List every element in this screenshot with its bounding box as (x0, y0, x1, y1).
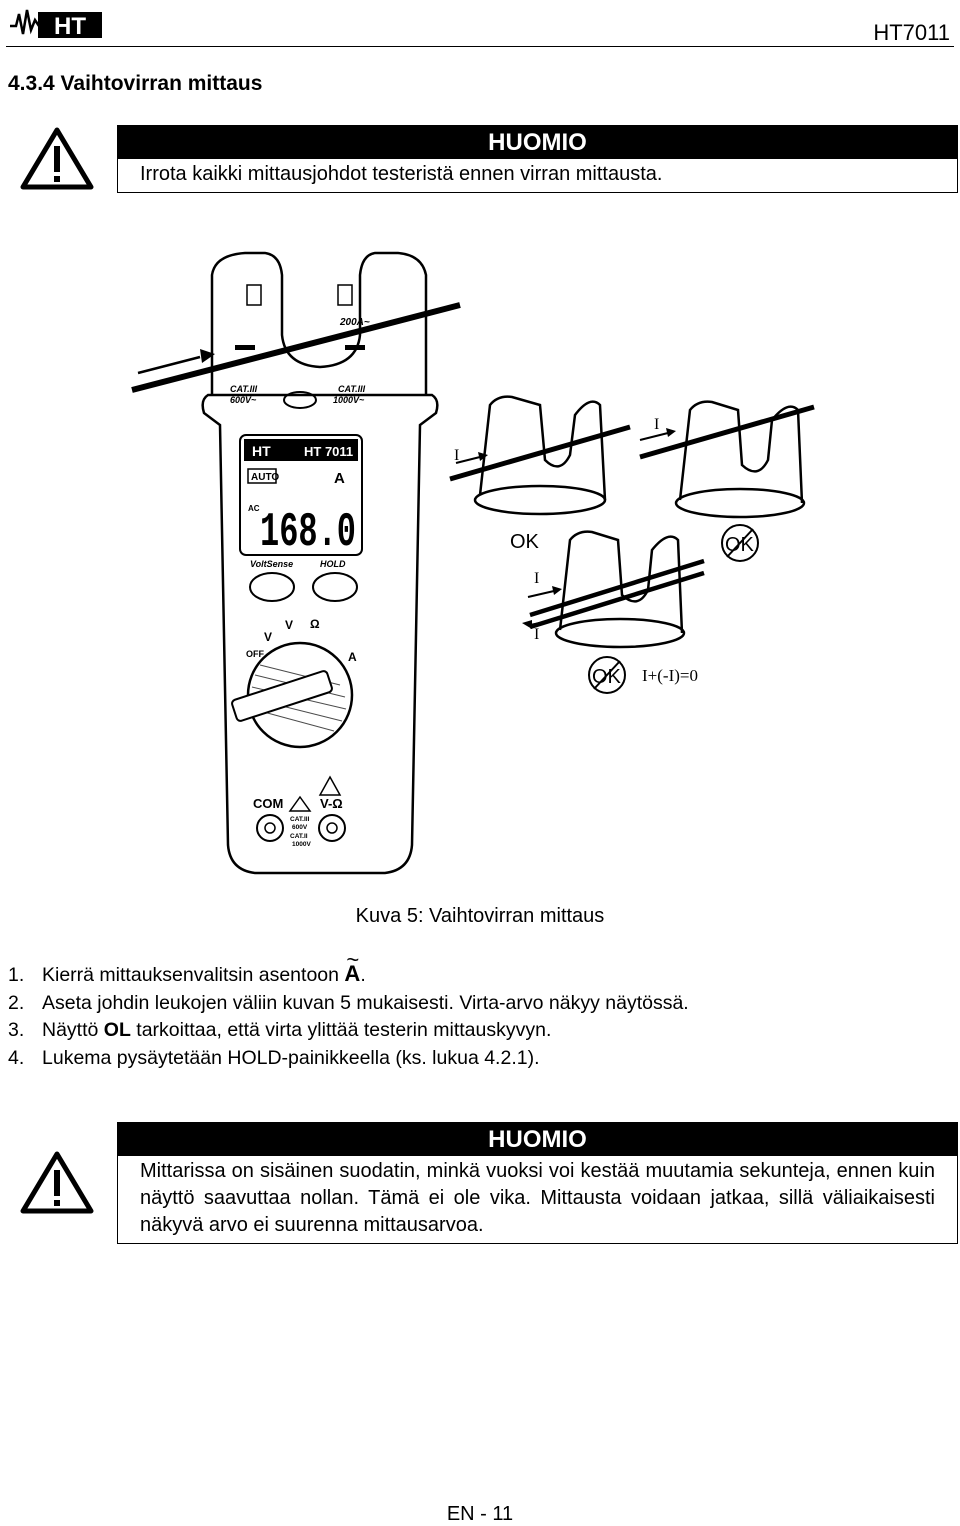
svg-text:CAT.II: CAT.II (290, 833, 308, 840)
logo-text: HT (54, 13, 86, 40)
svg-text:Ω: Ω (310, 617, 320, 631)
meter-jaws (210, 251, 428, 395)
voltsense-button (249, 572, 295, 602)
svg-text:HT 7011: HT 7011 (304, 444, 353, 459)
svg-text:AUTO: AUTO (251, 472, 279, 483)
svg-text:COM: COM (253, 796, 283, 811)
svg-text:OK: OK (725, 534, 755, 556)
dial-knob (231, 670, 333, 722)
svg-text:OK: OK (592, 666, 622, 688)
formula: I+(-I)=0 (642, 666, 698, 685)
notice-box-1: HUOMIO Irrota kaikki mittausjohdot teste… (117, 125, 958, 193)
notice-heading-2: HUOMIO (118, 1123, 957, 1156)
page-number: EN - 11 (446, 1503, 514, 1525)
svg-text:CAT.III: CAT.III (230, 384, 258, 394)
notice-heading-1: HUOMIO (118, 126, 957, 159)
svg-text:AC: AC (248, 504, 260, 513)
warning-icon (20, 127, 94, 190)
svg-text:CAT.III: CAT.III (338, 384, 366, 394)
notice-text-1: Irrota kaikki mittausjohdot testeristä e… (140, 163, 663, 185)
warning-icon (20, 1151, 94, 1214)
step-1: 1.Kierrä mittauksenvalitsin asentoon ~A. (8, 947, 366, 986)
jaw-marker-right (337, 284, 353, 306)
notice-box-2: HUOMIO Mittarissa on sisäinen suodatin, … (117, 1122, 958, 1244)
svg-text:V: V (264, 630, 272, 644)
svg-text:I: I (454, 447, 459, 464)
svg-text:V-Ω: V-Ω (320, 796, 343, 811)
svg-text:I: I (534, 626, 539, 643)
diagram-not-ok-2 (554, 530, 686, 649)
v-ohm-terminal (318, 814, 346, 842)
conductor-wire (131, 302, 461, 393)
ok-label: OK (510, 531, 540, 553)
steps-list: 1.Kierrä mittauksenvalitsin asentoon ~A.… (8, 947, 689, 1072)
svg-text:600V~: 600V~ (230, 395, 257, 405)
step-2: 2.Aseta johdin leukojen väliin kuvan 5 m… (8, 991, 689, 1014)
jaw-marker-left (246, 284, 262, 306)
hold-button (312, 572, 358, 602)
display-reading: 168.0 (260, 506, 356, 560)
section-title: 4.3.4 Vaihtovirran mittaus (8, 72, 263, 95)
notice-text-2: Mittarissa on sisäinen suodatin, minkä v… (140, 1160, 935, 1236)
com-terminal (256, 814, 284, 842)
step-4: 4.Lukema pysäytetään HOLD-painikkeella (… (8, 1046, 540, 1069)
svg-text:I: I (654, 416, 659, 433)
svg-text:CAT.III: CAT.III (290, 816, 310, 823)
current-arrow (137, 355, 201, 375)
diagram-not-ok-1 (674, 400, 806, 519)
step-3: 3.Näyttö OL tarkoittaa, että virta ylitt… (8, 1019, 552, 1041)
svg-text:OFF: OFF (246, 649, 264, 659)
svg-text:1000V: 1000V (292, 841, 311, 848)
range-label: 200A~ (339, 317, 370, 328)
svg-text:HT: HT (252, 443, 271, 459)
svg-text:1000V~: 1000V~ (333, 395, 365, 405)
ht-logo: HT (10, 9, 102, 40)
svg-text:I: I (534, 570, 539, 587)
svg-text:600V: 600V (292, 824, 308, 831)
svg-text:V: V (285, 618, 293, 632)
meter-display (239, 434, 363, 556)
model-name: HT7011 (873, 20, 950, 45)
svg-text:A: A (348, 650, 357, 664)
ac-current-symbol: ~A (344, 947, 361, 986)
svg-text:HOLD: HOLD (320, 559, 346, 569)
svg-text:VoltSense: VoltSense (250, 559, 293, 569)
svg-text:A: A (334, 470, 345, 487)
diagram-ok (473, 395, 607, 516)
figure-caption: Kuva 5: Vaihtovirran mittaus (355, 905, 605, 927)
header-rule (6, 46, 954, 47)
figure-clamp-meter: 200A~ CAT.III 600V~ CAT.III 1000V~ HT HT… (131, 251, 815, 875)
